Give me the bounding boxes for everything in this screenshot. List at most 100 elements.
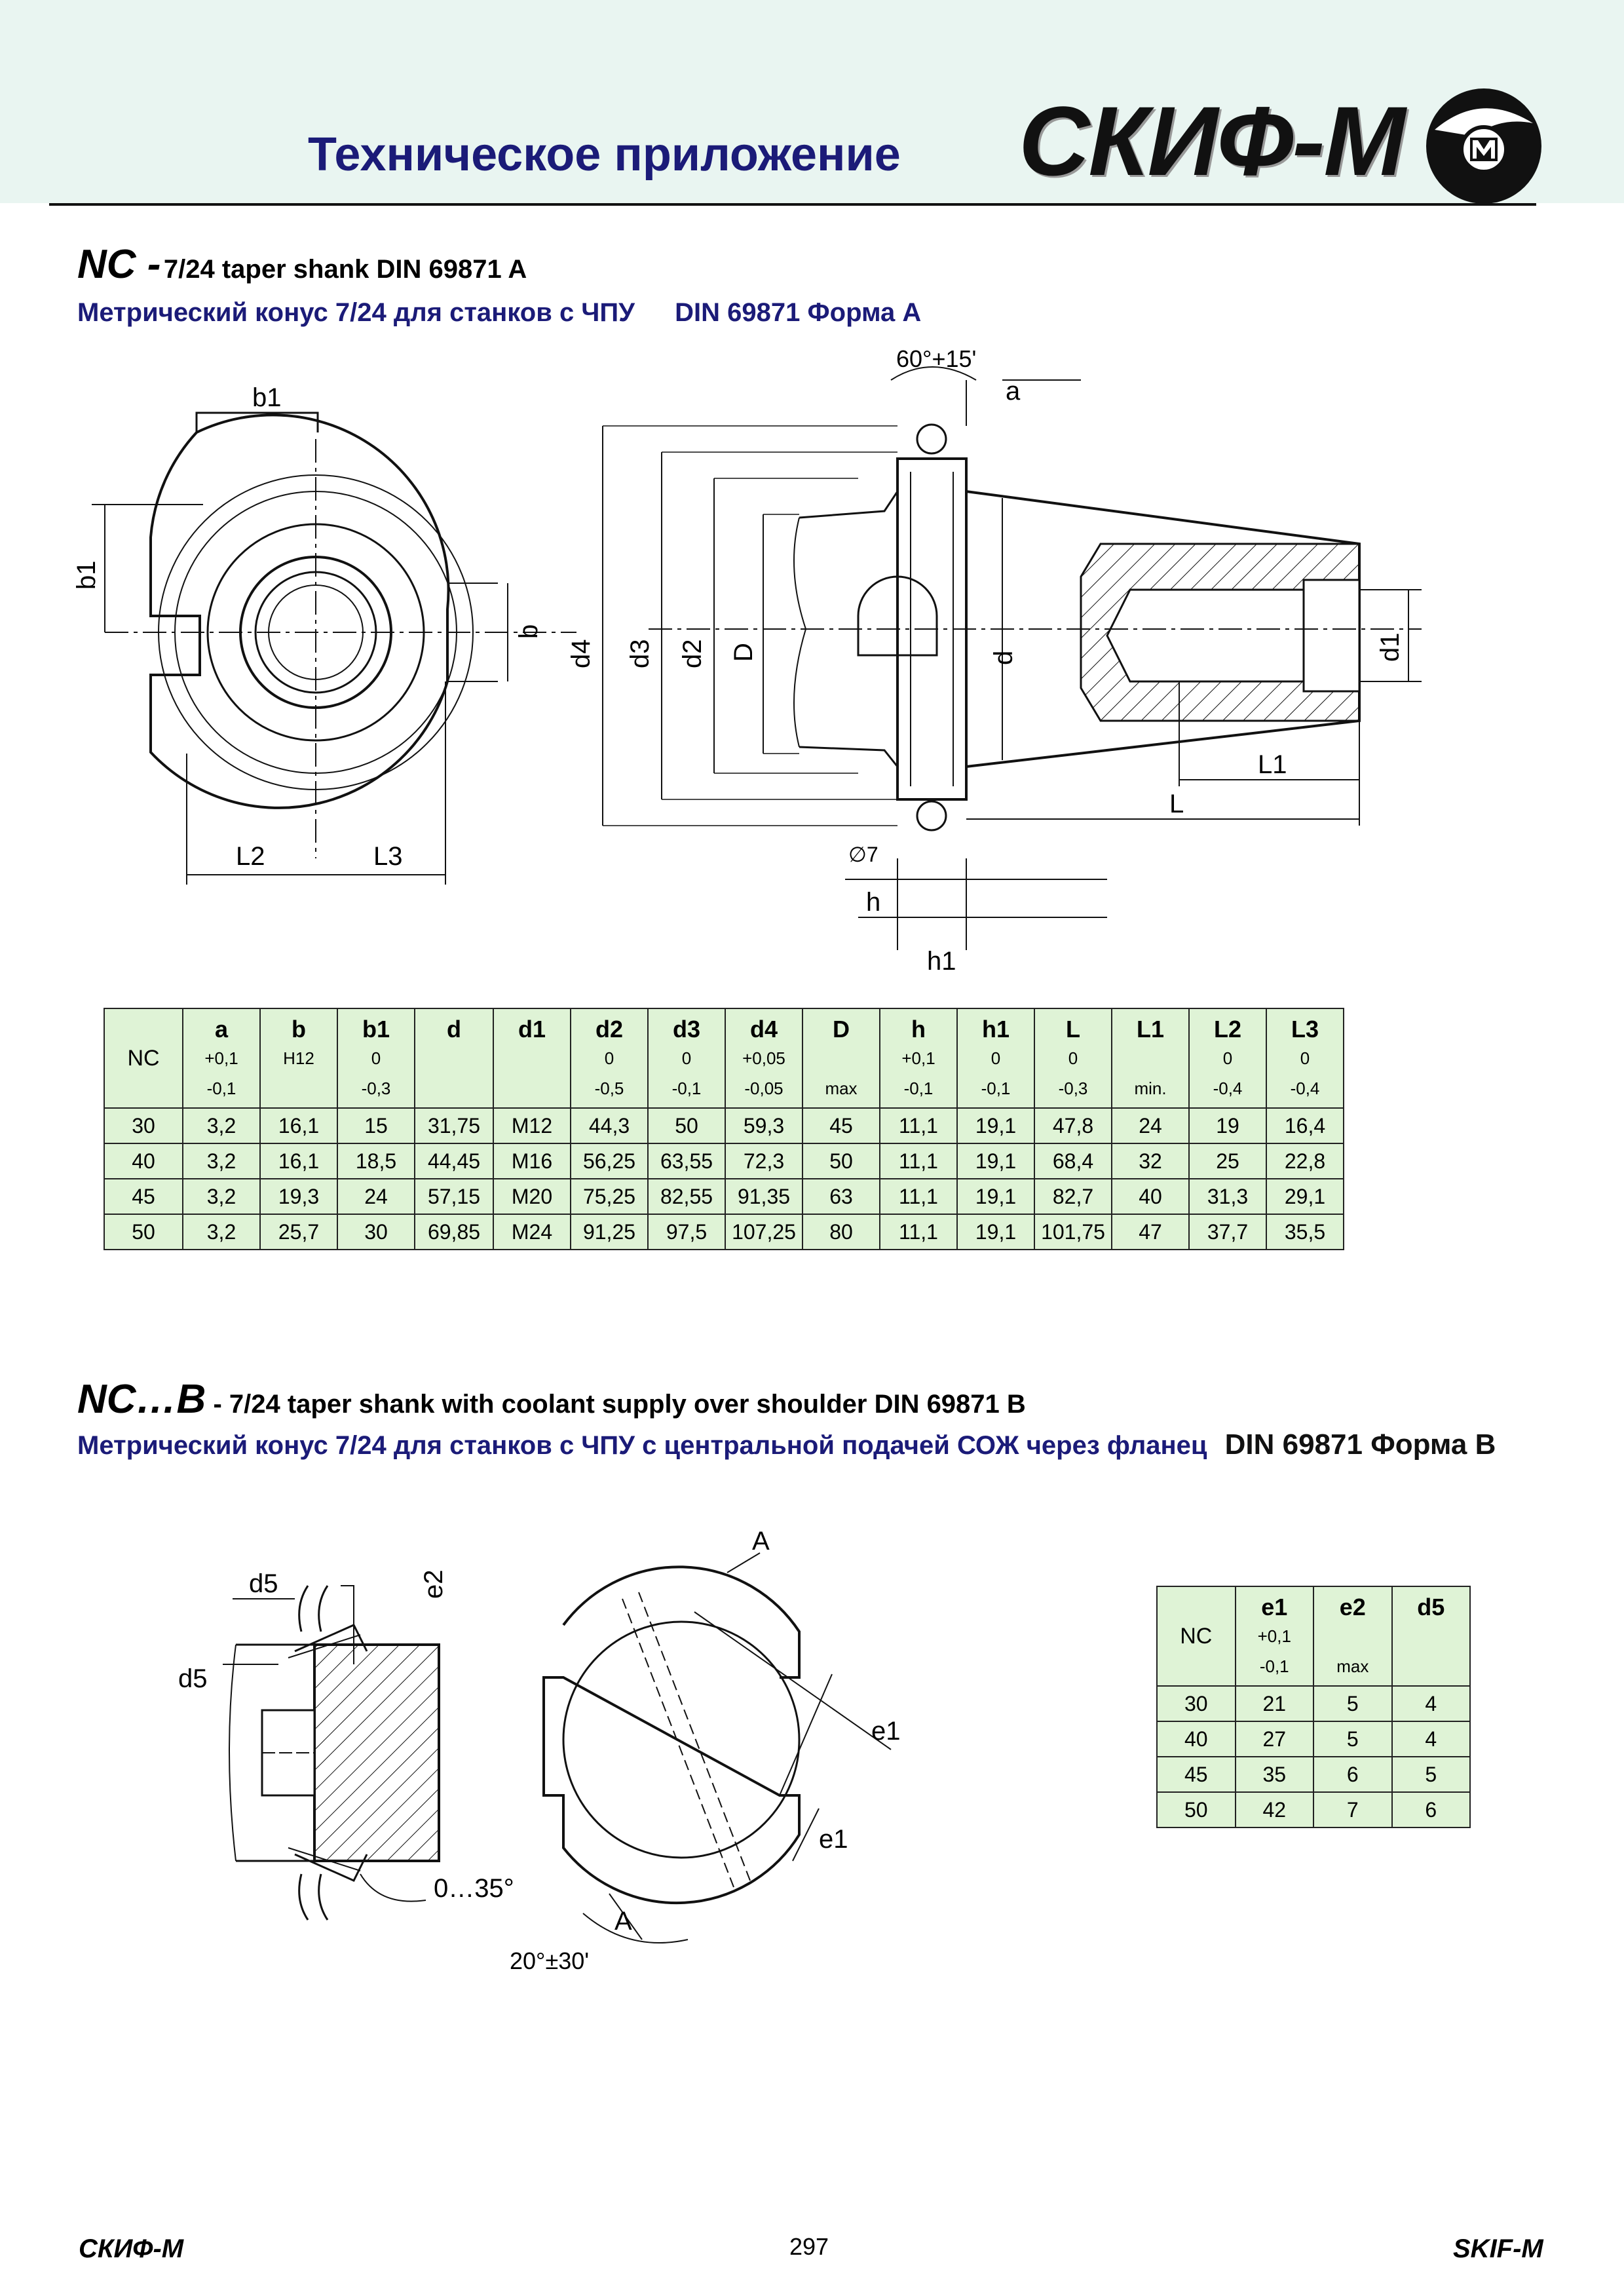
table-a-header-cell: h+0,1-0,1	[879, 1008, 958, 1109]
table-cell: 25,7	[259, 1214, 338, 1250]
column-name: a	[214, 1016, 229, 1043]
label-L2: L2	[236, 842, 265, 871]
table-cell: 18,5	[337, 1143, 415, 1179]
drawing-a-front-view: b1 b1 b L2 L3	[72, 383, 576, 885]
tolerance-upper: +0,1	[1257, 1626, 1291, 1646]
header-band	[0, 0, 1624, 203]
label-A-bottom: A	[614, 1907, 632, 1936]
table-cell: 5	[1313, 1721, 1393, 1757]
table-cell: 44,3	[570, 1107, 649, 1144]
table-cell: 3,2	[182, 1143, 261, 1179]
page-title: Техническое приложение	[308, 128, 901, 181]
drawing-b-front-view: A e1 e1 A 20°±30'	[510, 1527, 901, 1974]
table-cell: 24	[1111, 1107, 1190, 1144]
tolerance-upper	[1393, 1621, 1469, 1651]
table-cell: 16,4	[1266, 1107, 1344, 1144]
section-b-din: DIN 69871 Форма B	[1224, 1428, 1496, 1461]
column-name: d	[447, 1016, 461, 1043]
tolerance-upper: 0	[371, 1048, 381, 1068]
section-a-subtitle-text: Метрический конус 7/24 для станков с ЧПУ	[77, 298, 635, 327]
tolerance-upper	[803, 1043, 879, 1073]
footer-brand-left: СКИФ-М	[79, 2234, 184, 2263]
table-cell: 19,1	[956, 1143, 1035, 1179]
table-cell: 3,2	[182, 1107, 261, 1144]
tolerance-upper: +0,1	[204, 1048, 238, 1068]
column-name: d5	[1417, 1594, 1445, 1620]
table-cell: 27	[1234, 1721, 1315, 1757]
table-cell: 21	[1234, 1685, 1315, 1722]
table-a-header-cell: a+0,1-0,1	[182, 1008, 261, 1109]
table-a-header-cell: d	[414, 1008, 494, 1109]
table-cell: 72,3	[725, 1143, 803, 1179]
tolerance-upper	[415, 1043, 493, 1073]
table-cell: 3,2	[182, 1214, 261, 1250]
table-cell: 63	[802, 1178, 880, 1215]
column-name: D	[833, 1016, 850, 1043]
tolerance-lower: max	[825, 1079, 858, 1098]
label-h: h	[866, 888, 880, 917]
table-cell: 68,4	[1034, 1143, 1112, 1179]
column-name: d2	[595, 1016, 623, 1043]
brand-logo: СКИФ-М	[1019, 86, 1405, 196]
tolerance-upper	[1314, 1621, 1391, 1651]
label-L3: L3	[373, 842, 403, 871]
column-name: h	[911, 1016, 926, 1043]
tolerance-upper: 0	[604, 1048, 614, 1068]
tolerance-upper: 0	[1068, 1048, 1078, 1068]
tolerance-upper: +0,05	[742, 1048, 785, 1068]
table-cell: M20	[493, 1178, 571, 1215]
table-cell: 32	[1111, 1143, 1190, 1179]
table-cell: 82,55	[647, 1178, 726, 1215]
tolerance-lower: -0,05	[744, 1079, 784, 1098]
tolerance-lower: -0,4	[1290, 1079, 1320, 1098]
column-name: e1	[1261, 1594, 1288, 1620]
table-cell: 44,45	[414, 1143, 494, 1179]
table-b-header-cell: NC	[1156, 1586, 1236, 1687]
table-a-header-cell: d1	[493, 1008, 571, 1109]
table-cell: 40	[1156, 1721, 1236, 1757]
table-cell: M16	[493, 1143, 571, 1179]
tolerance-lower: -0,3	[1058, 1079, 1088, 1098]
table-cell: 69,85	[414, 1214, 494, 1250]
table-a-header-cell: d4+0,05-0,05	[725, 1008, 803, 1109]
section-b-subtitle: Метрический конус 7/24 для станков с ЧПУ…	[77, 1428, 1496, 1461]
drawing-a-side-view: d4 d3 d2 D d d1 60°+15' a L1 L ∅7 h h1	[567, 345, 1422, 976]
column-name: b	[292, 1016, 306, 1043]
table-cell: 101,75	[1034, 1214, 1112, 1250]
tolerance-upper: 0	[681, 1048, 692, 1068]
column-name: e2	[1339, 1594, 1366, 1620]
table-cell: 50	[647, 1107, 726, 1144]
table-cell: 47	[1111, 1214, 1190, 1250]
drawing-b-section-view: d5 e2 d5 0…35°	[178, 1569, 514, 1921]
section-b-heading: - 7/24 taper shank with coolant supply o…	[206, 1390, 1026, 1419]
table-cell: 19,3	[259, 1178, 338, 1215]
tolerance-lower: -0,3	[361, 1079, 391, 1098]
table-cell: 40	[1111, 1178, 1190, 1215]
table-cell: 56,25	[570, 1143, 649, 1179]
section-a-subtitle: Метрический конус 7/24 для станков с ЧПУ…	[77, 298, 921, 328]
label-d5-top: d5	[249, 1569, 278, 1598]
tolerance-lower: -0,4	[1213, 1079, 1243, 1098]
table-cell: 30	[1156, 1685, 1236, 1722]
footer-brand-right: SKIF-M	[1453, 2234, 1543, 2263]
section-a-heading: 7/24 taper shank DIN 69871 A	[163, 255, 527, 284]
section-a-title: NC - 7/24 taper shank DIN 69871 A	[77, 241, 527, 288]
label-h1: h1	[927, 947, 956, 976]
label-L: L	[1169, 790, 1184, 818]
table-cell: 37,7	[1188, 1214, 1267, 1250]
table-cell: 29,1	[1266, 1178, 1344, 1215]
tolerance-upper: +0,1	[901, 1048, 935, 1068]
